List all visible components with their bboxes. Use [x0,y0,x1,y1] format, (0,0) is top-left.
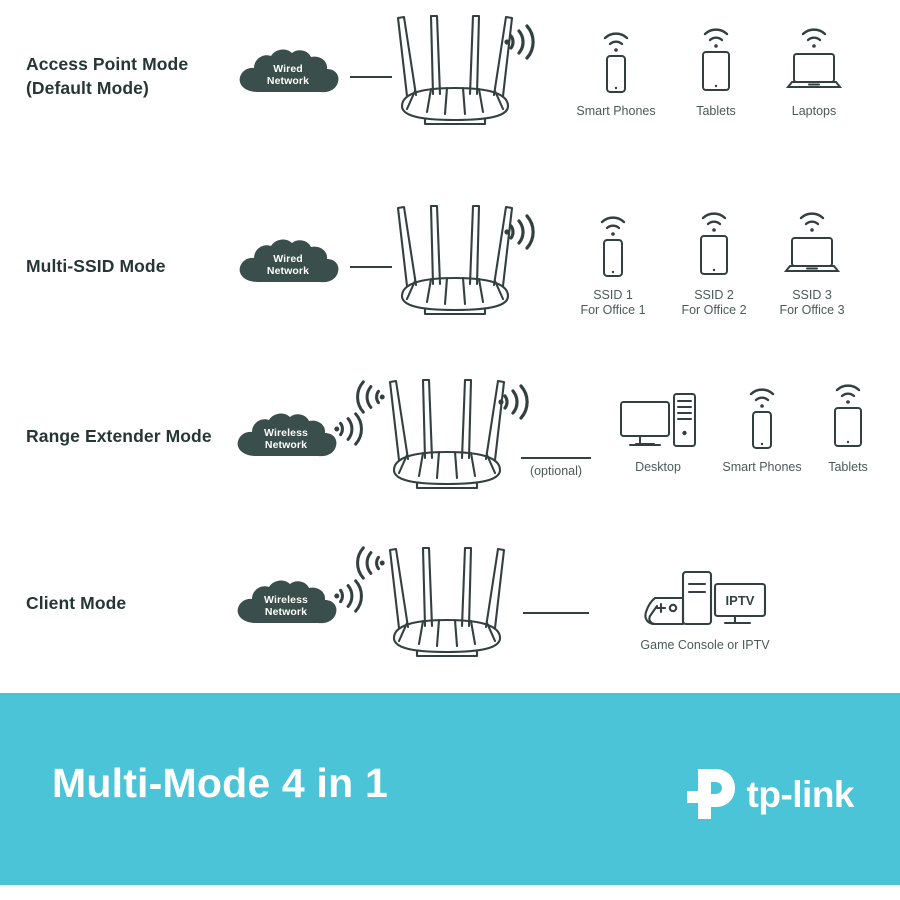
wired-network-cloud-1: Wired Network [234,46,342,104]
wired-network-cloud-2: Wired Network [234,236,342,294]
laptop-icon [783,212,841,272]
cloud-shape [239,49,339,93]
tablet-icon [834,384,862,447]
mode-row-multi-ssid: Multi-SSID Mode Wired Network [0,178,900,358]
cloud-caption: Wired Network [234,46,342,104]
cloud-line-2: Network [266,265,310,277]
mode-label-multi-ssid: Multi-SSID Mode [26,256,166,276]
wifi-signal-icon-cloud-4 [333,577,367,620]
smartphone-icon [603,32,629,93]
cloud-line-1: Wireless [264,593,308,606]
device-label: SSID 2 For Office 2 [681,288,747,318]
wifi-signal-icon-router-3 [497,382,533,427]
device-label: Tablets [696,104,736,118]
device-label: Game Console or IPTV [640,638,770,652]
router-device-2 [385,198,525,316]
cloud-line-1: Wired [273,252,303,265]
device-tablets-1: Tablets [666,22,766,119]
wired-link-1 [350,76,392,78]
cloud-line-2: Network [266,75,310,87]
optional-link-label: (optional) [529,464,583,478]
wired-link-4 [523,612,589,614]
router-device-3 [377,372,517,490]
smartphone-icon [600,216,626,277]
router-device-1 [385,8,525,126]
wifi-signal-icon-router-receive-3 [352,378,386,421]
footer-banner: Multi-Mode 4 in 1 tp-link [0,693,900,885]
device-label: Tablets [828,460,868,474]
wireless-network-cloud-2: Wireless Network [232,577,340,635]
cloud-caption: Wired Network [234,236,342,294]
device-label: Smart Phones [576,104,656,118]
wired-link-2 [350,266,392,268]
device-ssid-3: SSID 3 For Office 3 [762,206,862,319]
wifi-signal-icon-router-1 [503,22,539,67]
tablet-icon [702,28,730,91]
laptop-icon [785,28,843,88]
cloud-line-1: Wireless [264,426,308,439]
tp-link-logo-mark [686,769,735,819]
device-label: SSID 3 For Office 3 [779,288,845,318]
device-tablets-3: Tablets [800,378,896,475]
device-ssid-2: SSID 2 For Office 2 [664,206,764,319]
device-label: Desktop [635,460,681,474]
router-device-4 [377,540,517,658]
device-laptops-1: Laptops [764,22,864,119]
mode-row-client: Client Mode Wireless Network [0,522,900,702]
device-smart-phones-3: Smart Phones [712,382,812,475]
device-label: Laptops [791,104,837,118]
device-ssid-1: SSID 1 For Office 1 [563,210,663,319]
device-label: Smart Phones [722,460,802,474]
device-game-console-iptv: IPTV Game Console or IPTV [594,570,816,653]
wireless-network-cloud-1: Wireless Network [232,410,340,468]
device-label: SSID 1 For Office 1 [580,288,646,318]
cloud-line-2: Network [264,439,308,451]
tp-link-logo: tp-link [685,767,855,821]
wifi-signal-icon-cloud-3 [333,410,367,453]
iptv-screen-text: IPTV [726,593,755,608]
device-desktop: Desktop [608,392,708,475]
wifi-signal-icon-router-receive-4 [352,544,386,587]
cloud-line-1: Wired [273,62,303,75]
wifi-signal-icon-router-2 [503,212,539,257]
tablet-icon [700,212,728,275]
bottom-white-strip [0,885,900,900]
cloud-shape [237,580,337,624]
cloud-caption: Wireless Network [232,577,340,635]
mode-label-client: Client Mode [26,593,127,613]
smartphone-icon [749,388,775,449]
cloud-caption: Wireless Network [232,410,340,468]
mode-row-range-extender: Range Extender Mode Wireless Network [0,352,900,532]
tp-link-wordmark: tp-link [746,773,855,815]
footer-title: Multi-Mode 4 in 1 [52,760,388,806]
cloud-shape [237,413,337,457]
game-console-iptv-icon: IPTV [644,570,767,626]
cloud-line-2: Network [264,606,308,618]
device-smart-phones-1: Smart Phones [566,26,666,119]
mode-label-access-point: Access Point Mode (Default Mode) [26,54,189,98]
optional-wired-link [521,457,591,459]
cloud-shape [239,239,339,283]
mode-row-access-point: Access Point Mode (Default Mode) Wired N… [0,0,900,180]
mode-label-range-extender: Range Extender Mode [26,426,212,446]
desktop-icon [620,393,696,447]
